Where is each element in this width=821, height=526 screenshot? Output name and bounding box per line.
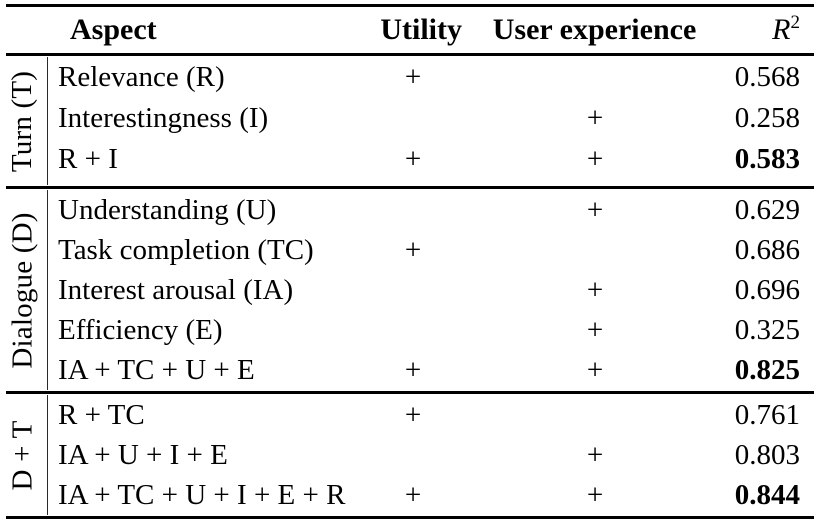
cell-user-experience: + [586, 273, 604, 306]
table-row: IA + TC + U + I + E + R + + 0.844 [0, 475, 821, 515]
cell-user-experience: + [586, 438, 604, 471]
table-header-rule [6, 53, 814, 56]
cell-user-experience [562, 395, 628, 435]
cell-aspect: Relevance (R) [58, 61, 225, 93]
cell-utility: + [404, 398, 422, 431]
cell-r-squared: 0.696 [734, 273, 800, 306]
section-divider-turn [6, 186, 814, 189]
cell-aspect: IA + TC + U + I + E + R [58, 478, 346, 511]
cell-utility [380, 98, 446, 139]
cell-aspect: Interest arousal (IA) [58, 273, 294, 306]
cell-aspect: IA + U + I + E [58, 438, 228, 471]
table-row: Task completion (TC) + 0.686 [0, 230, 821, 270]
group-label-divider [47, 190, 48, 390]
row-group-body: Relevance (R) + 0.568 Interestingness (I… [0, 57, 821, 185]
group-label-divider [47, 395, 48, 515]
r-squared-base: R [772, 13, 791, 46]
column-header-aspect: Aspect [70, 13, 157, 46]
table-row: Interest arousal (IA) + 0.696 [0, 270, 821, 310]
cell-r-squared: 0.825 [734, 353, 800, 386]
cell-aspect: R + TC [58, 398, 145, 431]
table-header-row: Aspect Utility User experience R2 [0, 8, 821, 52]
cell-user-experience [562, 57, 628, 98]
cell-utility [380, 270, 446, 310]
column-header-user-experience: User experience [492, 13, 697, 46]
cell-utility [380, 310, 446, 350]
cell-utility: + [404, 478, 422, 511]
r-squared-exponent: 2 [790, 12, 801, 33]
cell-user-experience [562, 230, 628, 270]
cell-r-squared: 0.258 [734, 102, 800, 134]
cell-utility: + [404, 61, 422, 93]
table-row: Efficiency (E) + 0.325 [0, 310, 821, 350]
table-row: R + TC + 0.761 [0, 395, 821, 435]
cell-user-experience: + [586, 102, 604, 134]
table-row: Interestingness (I) + 0.258 [0, 98, 821, 139]
cell-r-squared: 0.803 [734, 438, 800, 471]
cell-user-experience: + [586, 193, 604, 226]
cell-r-squared: 0.761 [734, 398, 800, 431]
cell-r-squared: 0.629 [734, 193, 800, 226]
table-row: R + I + + 0.583 [0, 139, 821, 180]
cell-utility [380, 190, 446, 230]
table-top-rule [6, 4, 814, 7]
cell-aspect: Understanding (U) [58, 193, 277, 226]
row-group-dialogue: Dialogue (D) Understanding (U) + 0.629 T… [0, 190, 821, 390]
table-row: Relevance (R) + 0.568 [0, 57, 821, 98]
section-divider-dialogue [6, 391, 814, 394]
cell-r-squared: 0.844 [734, 478, 800, 511]
column-header-utility: Utility [380, 13, 462, 46]
cell-r-squared: 0.583 [734, 143, 800, 175]
table-row: Understanding (U) + 0.629 [0, 190, 821, 230]
cell-user-experience: + [586, 143, 604, 175]
row-group-body: Understanding (U) + 0.629 Task completio… [0, 190, 821, 390]
group-label-divider [47, 57, 48, 185]
cell-user-experience: + [586, 313, 604, 346]
column-header-r-squared: R2 [700, 8, 800, 52]
cell-aspect: R + I [58, 143, 118, 175]
cell-aspect: Efficiency (E) [58, 313, 223, 346]
row-group-body: R + TC + 0.761 IA + U + I + E + 0.803 IA… [0, 395, 821, 515]
row-group-turn: Turn (T) Relevance (R) + 0.568 Interesti… [0, 57, 821, 185]
cell-r-squared: 0.568 [734, 61, 800, 93]
cell-r-squared: 0.686 [734, 233, 800, 266]
cell-user-experience: + [586, 478, 604, 511]
cell-aspect: Interestingness (I) [58, 102, 269, 134]
cell-utility: + [404, 143, 422, 175]
row-group-dialogue-turn: D + T R + TC + 0.761 IA + U + I + E + 0.… [0, 395, 821, 515]
cell-aspect: Task completion (TC) [58, 233, 314, 266]
table-row: IA + TC + U + E + + 0.825 [0, 350, 821, 390]
cell-utility: + [404, 353, 422, 386]
cell-utility: + [404, 233, 422, 266]
cell-r-squared: 0.325 [734, 313, 800, 346]
cell-user-experience: + [586, 353, 604, 386]
table-bottom-rule [6, 516, 814, 519]
cell-utility [380, 435, 446, 475]
cell-aspect: IA + TC + U + E [58, 353, 255, 386]
table-row: IA + U + I + E + 0.803 [0, 435, 821, 475]
